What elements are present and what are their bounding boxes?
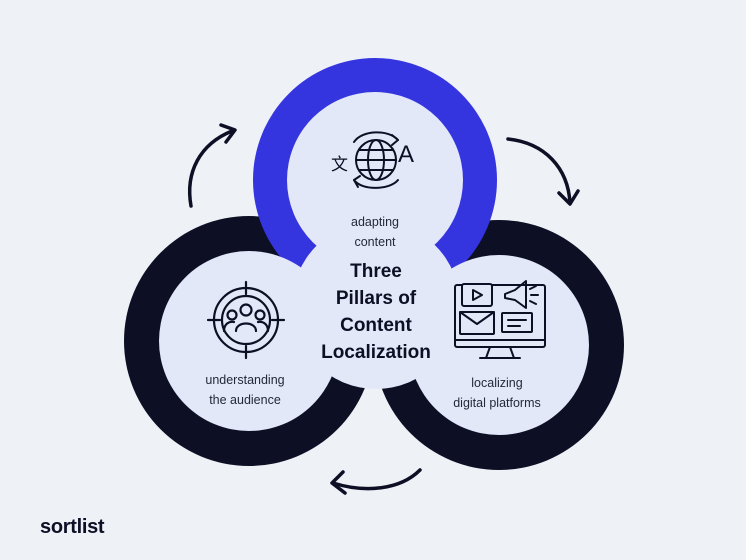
pillar-label-line: content xyxy=(354,235,396,249)
pillar-label-line: digital platforms xyxy=(453,396,541,410)
audience-target-icon xyxy=(206,280,286,360)
title-line-4: Localization xyxy=(321,342,431,363)
title-line-2: Pillars of xyxy=(335,288,417,309)
title-line-3: Content xyxy=(340,315,412,336)
translate-target-glyph: A xyxy=(398,141,414,168)
arrow-bottom-icon xyxy=(330,468,422,495)
center-circle xyxy=(292,221,460,389)
pillar-label-adapting-content: adapting content xyxy=(295,212,455,252)
diagram-title: Three Pillars of Content Localization xyxy=(296,258,456,366)
pillar-label-understanding-audience: understanding the audience xyxy=(165,370,325,410)
title-line-1: Three xyxy=(350,261,402,282)
arrow-top-left-icon xyxy=(188,123,237,208)
digital-platforms-icon xyxy=(454,280,546,359)
brand-logo: sortlist xyxy=(40,516,105,538)
pillar-label-line: adapting xyxy=(351,215,399,229)
pillar-label-line: localizing xyxy=(471,376,523,390)
translate-icon xyxy=(353,131,399,189)
arrow-top-right-icon xyxy=(506,137,580,206)
pillar-label-localizing-platforms: localizing digital platforms xyxy=(417,373,577,413)
pillar-label-line: the audience xyxy=(209,393,281,407)
translate-source-glyph: 文 xyxy=(331,155,348,175)
pillar-label-line: understanding xyxy=(205,373,285,387)
